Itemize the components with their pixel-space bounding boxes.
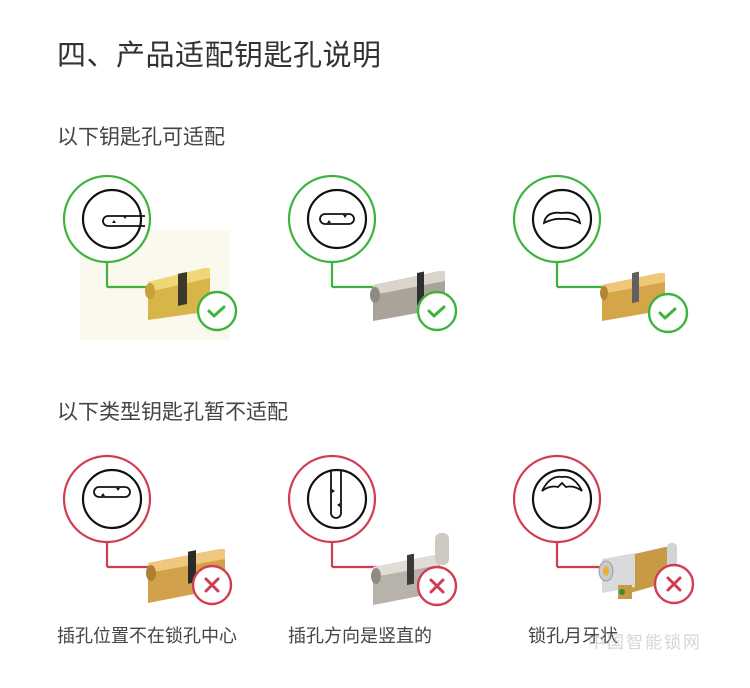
keyhole-diagram <box>512 174 689 334</box>
keyhole-slot-icon <box>102 215 145 227</box>
keyhole-outline-icon <box>306 468 368 530</box>
keyhole-diagram <box>287 174 458 332</box>
lock-cylinder-image <box>145 268 210 320</box>
incompatible-caption-2: 插孔方向是竖直的 <box>288 626 432 647</box>
compatible-item-2 <box>285 174 505 375</box>
keyhole-slot-icon <box>541 475 583 492</box>
keyhole-slot-icon <box>93 486 131 498</box>
incompatible-heading: 以下类型钥匙孔暂不适配 <box>57 400 288 424</box>
page-title: 四、产品适配钥匙孔说明 <box>57 38 382 72</box>
keyhole-slot-icon <box>330 471 342 519</box>
incompatible-caption-3: 锁孔月牙状 <box>528 626 618 647</box>
incompatible-item-3 <box>510 454 730 655</box>
site-watermark: 中国智能锁网 <box>588 633 702 653</box>
keyhole-diagram <box>62 174 238 340</box>
keyhole-outline-icon <box>81 468 143 530</box>
keyhole-diagram <box>287 454 458 607</box>
x-icon <box>666 576 682 592</box>
keyhole-diagram <box>512 454 695 605</box>
check-icon <box>427 305 446 318</box>
keyhole-slot-icon <box>319 213 355 225</box>
check-badge <box>647 292 689 334</box>
check-badge <box>196 290 238 332</box>
keyhole-outline-icon <box>531 468 593 530</box>
incompatible-item-1 <box>60 454 280 655</box>
check-badge <box>416 290 458 332</box>
keyhole-slot-icon <box>542 211 582 225</box>
compatible-item-3 <box>510 174 730 375</box>
incompatible-caption-1: 插孔位置不在锁孔中心 <box>57 626 237 647</box>
x-icon <box>429 578 445 594</box>
incompatible-item-2 <box>285 454 505 655</box>
lock-cylinder-image <box>370 271 445 321</box>
check-icon <box>207 305 226 318</box>
compatible-item-1 <box>60 174 280 375</box>
x-icon <box>204 577 220 593</box>
check-icon <box>658 307 677 320</box>
keyhole-outline-icon <box>81 188 143 250</box>
compatible-heading: 以下钥匙孔可适配 <box>57 125 225 149</box>
keyhole-diagram <box>62 454 233 606</box>
keyhole-outline-icon <box>306 188 368 250</box>
